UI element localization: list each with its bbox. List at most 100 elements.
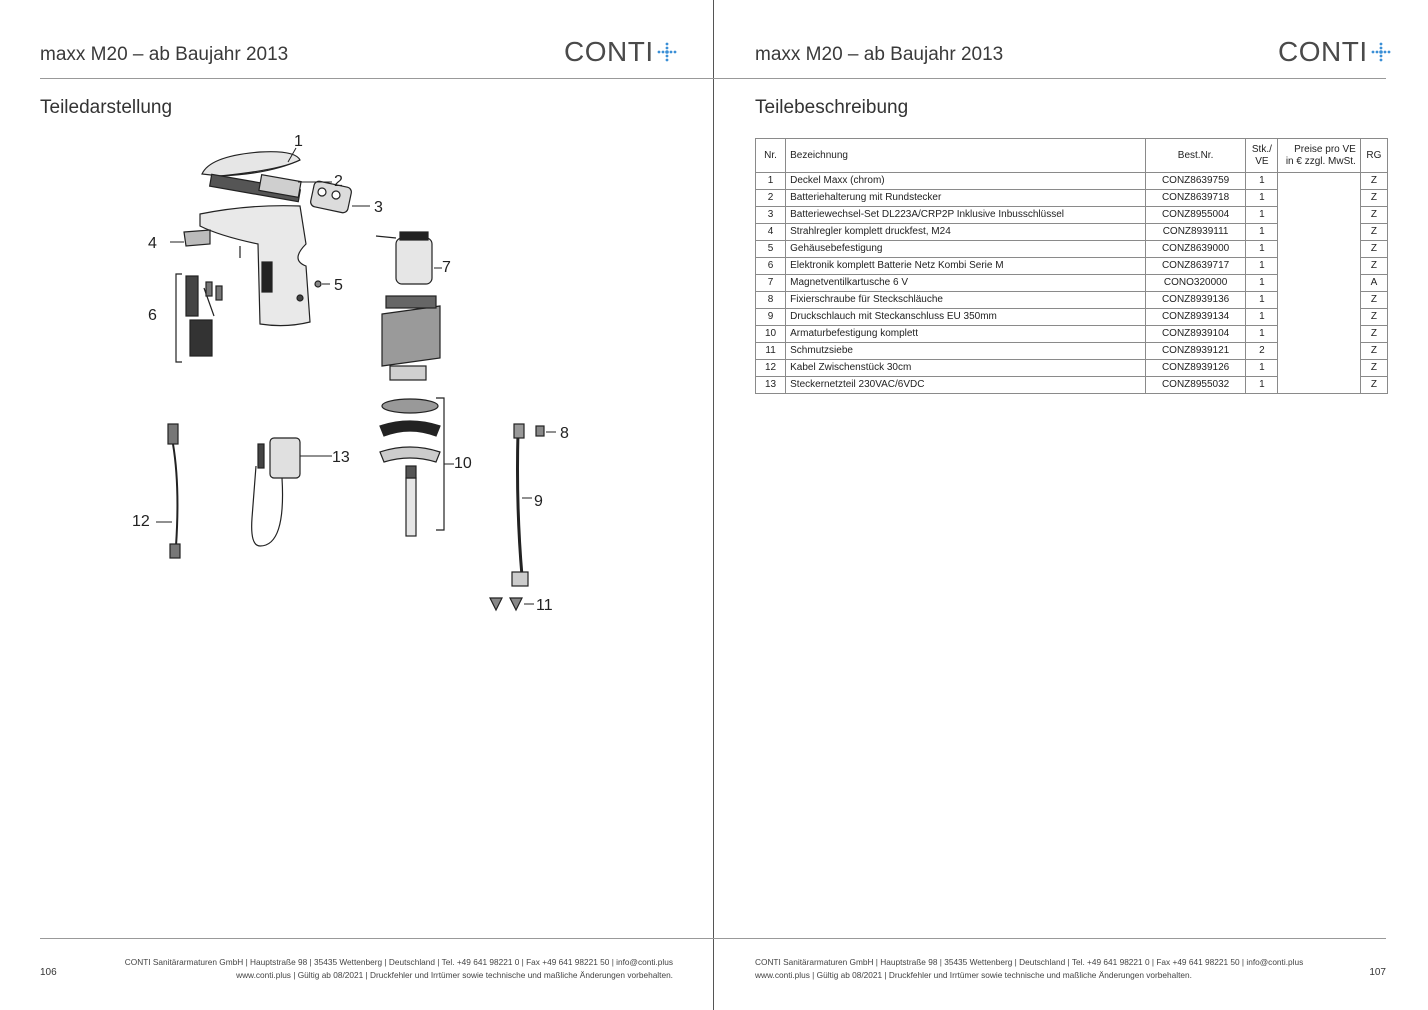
cell-preis: [1277, 376, 1361, 394]
left-page: maxx M20 – ab Baujahr 2013 CONTI Teileda…: [40, 36, 714, 980]
cell-nr: 7: [754, 274, 787, 292]
right-footer-line2: www.conti.plus | Gültig ab 08/2021 | Dru…: [755, 970, 1192, 980]
cell-best-nr: CONZ8939136: [1144, 291, 1247, 309]
cell-nr: 12: [754, 359, 787, 377]
part-valve-block: [381, 295, 441, 381]
logo-wordmark: CONTI: [1278, 36, 1368, 67]
right-page: maxx M20 – ab Baujahr 2013 CONTI Teilebe…: [714, 0, 1428, 1010]
cell-preis: [1277, 206, 1361, 224]
cell-best-nr: CONZ8939121: [1144, 342, 1247, 360]
cell-bezeichnung: Batteriehalterung mit Rundstecker: [785, 189, 1146, 207]
part-cover: [201, 151, 301, 177]
callout-8: 8: [560, 425, 569, 442]
cell-nr: 4: [754, 223, 787, 241]
right-footer: CONTI Sanitärarmaturen GmbH | Hauptstraß…: [755, 956, 1303, 982]
part-electronics: [175, 273, 223, 363]
cell-nr: 10: [754, 325, 787, 343]
cell-bezeichnung: Druckschlauch mit Steckanschluss EU 350m…: [785, 308, 1146, 326]
cell-bezeichnung: Steckernetzteil 230VAC/6VDC: [785, 376, 1146, 394]
cell-preis: [1277, 342, 1361, 360]
cell-nr: 13: [754, 376, 787, 394]
cell-stk: 1: [1245, 274, 1279, 292]
left-footer-rule: [40, 938, 714, 939]
cell-best-nr: CONZ8939134: [1144, 308, 1247, 326]
cell-preis: [1277, 189, 1361, 207]
cell-rg: Z: [1359, 206, 1389, 224]
callout-6: 6: [148, 307, 157, 324]
left-page-number: 106: [40, 967, 57, 978]
callout-3: 3: [374, 199, 383, 216]
cell-preis: [1277, 240, 1361, 258]
cell-stk: 1: [1245, 206, 1279, 224]
part-cable: [167, 423, 181, 559]
cell-best-nr: CONZ8955032: [1144, 376, 1247, 394]
cell-bezeichnung: Schmutzsiebe: [785, 342, 1146, 360]
right-section-title: Teilebeschreibung: [755, 97, 909, 118]
callout-2: 2: [334, 173, 343, 190]
cell-preis: [1277, 223, 1361, 241]
cell-stk: 1: [1245, 359, 1279, 377]
cell-nr: 9: [754, 308, 787, 326]
col-best-nr: Best.Nr.: [1144, 138, 1247, 173]
cell-rg: Z: [1359, 189, 1389, 207]
cell-nr: 8: [754, 291, 787, 309]
part-solenoid-cartridge: [375, 231, 433, 285]
cell-stk: 1: [1245, 325, 1279, 343]
col-preis-line1: Preise pro VE: [1294, 143, 1356, 155]
cell-stk: 1: [1245, 376, 1279, 394]
col-stk-ve: Stk./ VE: [1245, 138, 1279, 173]
col-stk-line2: VE: [1255, 155, 1269, 167]
cell-best-nr: CONZ8639000: [1144, 240, 1247, 258]
callout-7: 7: [442, 259, 451, 276]
col-rg: RG: [1359, 138, 1389, 173]
left-footer-line1: CONTI Sanitärarmaturen GmbH | Hauptstraß…: [124, 957, 673, 967]
callout-4: 4: [148, 235, 157, 252]
right-logo: CONTI: [1278, 36, 1392, 68]
cell-rg: Z: [1359, 223, 1389, 241]
cell-bezeichnung: Gehäusebefestigung: [785, 240, 1146, 258]
callout-11: 11: [536, 597, 553, 614]
cell-stk: 1: [1245, 291, 1279, 309]
parts-table: Nr. Bezeichnung Best.Nr. Stk./ VE Preise…: [754, 138, 1389, 394]
cell-bezeichnung: Kabel Zwischenstück 30cm: [785, 359, 1146, 377]
cell-preis: [1277, 257, 1361, 275]
part-power-supply: [251, 437, 301, 547]
col-preis-line2: in € zzgl. MwSt.: [1285, 155, 1356, 167]
callout-10: 10: [454, 455, 472, 472]
cell-rg: Z: [1359, 376, 1389, 394]
right-page-number: 107: [1369, 967, 1386, 978]
right-footer-line1: CONTI Sanitärarmaturen GmbH | Hauptstraß…: [755, 957, 1304, 967]
part-mounting-set: [379, 397, 445, 537]
part-battery: [310, 180, 352, 214]
conti-plus-logo-icon: [657, 42, 677, 62]
cell-preis: [1277, 291, 1361, 309]
exploded-parts-diagram: 1 2 3 4 5 6 7 8 9 10 11 12 13: [132, 133, 569, 614]
cell-nr: 2: [754, 189, 787, 207]
cell-rg: A: [1359, 274, 1389, 292]
cell-best-nr: CONZ8639717: [1144, 257, 1247, 275]
right-header-rule: [714, 78, 1386, 79]
cell-best-nr: CONZ8939104: [1144, 325, 1247, 343]
cell-preis: [1277, 325, 1361, 343]
cell-preis: [1277, 308, 1361, 326]
callout-9: 9: [534, 493, 543, 510]
right-header-title: maxx M20 – ab Baujahr 2013: [755, 44, 1004, 65]
cell-best-nr: CONZ8939126: [1144, 359, 1247, 377]
cell-nr: 11: [754, 342, 787, 360]
cell-rg: Z: [1359, 172, 1389, 190]
part-pressure-hose: [511, 423, 529, 587]
cell-nr: 3: [754, 206, 787, 224]
cell-best-nr: CONZ8939111: [1144, 223, 1247, 241]
cell-stk: 1: [1245, 308, 1279, 326]
page-spine: [713, 0, 714, 1010]
right-footer-rule: [714, 938, 1386, 939]
cell-bezeichnung: Strahlregler komplett druckfest, M24: [785, 223, 1146, 241]
